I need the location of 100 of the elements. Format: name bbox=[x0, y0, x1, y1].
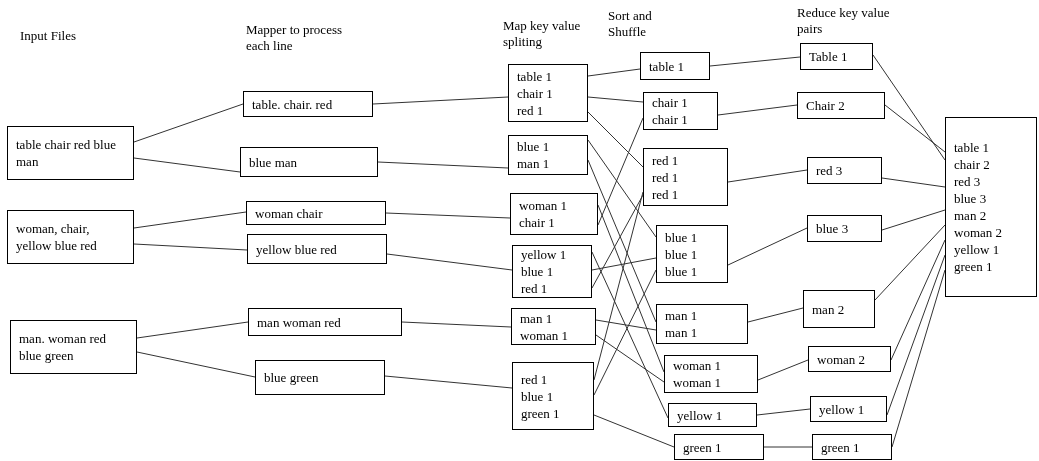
connector-line bbox=[384, 375, 513, 389]
text-box bbox=[248, 308, 402, 336]
text-box bbox=[807, 157, 882, 184]
node-text: chair 1 bbox=[519, 214, 556, 231]
node-text: woman 1 bbox=[673, 374, 723, 391]
text-box bbox=[508, 64, 588, 122]
text-box bbox=[800, 43, 873, 70]
column-heading: Mapper to process each line bbox=[246, 22, 344, 54]
text-box bbox=[812, 434, 892, 460]
node-text: red 3 bbox=[816, 162, 844, 179]
node-text: blue 1 bbox=[521, 387, 555, 405]
text-box bbox=[643, 92, 718, 130]
connector-line bbox=[591, 194, 644, 289]
connector-line bbox=[881, 177, 946, 188]
node-text: table 1 bbox=[649, 57, 685, 75]
connector-line bbox=[377, 161, 509, 169]
text-box bbox=[808, 346, 891, 372]
text-box bbox=[807, 215, 882, 242]
node-text: Table 1 bbox=[809, 48, 849, 65]
connector-line bbox=[886, 254, 946, 416]
node-text: green 1 bbox=[954, 258, 994, 275]
node-text: red 1 bbox=[652, 151, 680, 169]
node-text: table. chair. red bbox=[252, 95, 334, 113]
connector-line bbox=[136, 351, 256, 378]
text-box bbox=[511, 308, 596, 345]
text-box bbox=[510, 193, 598, 235]
column-heading: Reduce key value pairs bbox=[797, 5, 891, 37]
connector-line bbox=[587, 111, 644, 168]
node-text: green 1 bbox=[521, 404, 561, 422]
text-box bbox=[240, 147, 378, 177]
text-box bbox=[255, 360, 385, 395]
connector-line bbox=[593, 269, 657, 396]
column-heading: Map key value spliting bbox=[503, 18, 582, 50]
node-text: chair 1 bbox=[517, 84, 554, 102]
connector-line bbox=[595, 319, 657, 331]
connector-line bbox=[591, 251, 669, 419]
connector-line bbox=[890, 239, 946, 361]
node-text: Chair 2 bbox=[806, 97, 846, 114]
connector-line bbox=[717, 104, 798, 116]
node-text: chair 1 bbox=[652, 94, 689, 111]
text-box bbox=[643, 148, 728, 206]
node-text: yellow 1 bbox=[521, 246, 568, 263]
connector-line bbox=[872, 54, 946, 161]
connector-line bbox=[756, 408, 811, 416]
node-text: yellow blue red bbox=[256, 240, 338, 258]
node-text: red 1 bbox=[652, 185, 680, 203]
connector-line bbox=[386, 253, 513, 271]
node-text: man 2 bbox=[812, 300, 846, 318]
connector-line bbox=[133, 103, 244, 143]
connector-line bbox=[133, 157, 241, 173]
text-box bbox=[664, 355, 758, 393]
connector-line bbox=[372, 96, 509, 105]
connector-line bbox=[587, 139, 657, 238]
connector-line bbox=[591, 257, 657, 271]
node-text: woman 1 bbox=[673, 357, 723, 374]
node-text: blue 1 bbox=[665, 245, 699, 263]
node-text: man 1 bbox=[517, 155, 551, 172]
node-text: man 1 bbox=[665, 324, 699, 341]
node-text: woman 2 bbox=[817, 350, 867, 368]
node-text: man 1 bbox=[665, 307, 699, 324]
node-text: man. woman red blue green bbox=[19, 330, 107, 364]
node-text: woman, chair, yellow blue red bbox=[16, 220, 98, 254]
connector-line bbox=[709, 56, 801, 67]
node-text: red 3 bbox=[954, 173, 982, 190]
node-text: blue 3 bbox=[816, 220, 850, 237]
text-box bbox=[508, 135, 588, 175]
text-box bbox=[945, 117, 1037, 297]
node-text: blue green bbox=[264, 369, 320, 386]
text-box bbox=[247, 234, 387, 264]
node-text: chair 1 bbox=[652, 111, 689, 128]
text-box bbox=[7, 210, 134, 264]
connector-line bbox=[133, 243, 248, 251]
text-box bbox=[512, 362, 594, 430]
connector-line bbox=[884, 104, 946, 153]
connector-line bbox=[747, 307, 804, 323]
connector-line bbox=[587, 159, 657, 323]
text-box bbox=[656, 225, 728, 283]
connector-line bbox=[757, 359, 809, 381]
node-text: red 1 bbox=[652, 168, 680, 186]
connector-line bbox=[891, 269, 946, 448]
node-text: man 1 bbox=[520, 309, 554, 327]
node-text: blue man bbox=[249, 153, 298, 171]
node-text: yellow 1 bbox=[677, 406, 724, 424]
node-text: yellow 1 bbox=[819, 400, 866, 418]
text-box bbox=[797, 92, 885, 119]
text-box bbox=[512, 245, 592, 298]
connector-line bbox=[593, 191, 644, 381]
node-text: green 1 bbox=[821, 438, 861, 456]
text-box bbox=[810, 396, 887, 422]
connector-line bbox=[881, 209, 946, 231]
node-text: woman 1 bbox=[520, 326, 570, 344]
node-text: woman 2 bbox=[954, 224, 1004, 241]
text-box bbox=[10, 320, 137, 374]
node-text: table chair red blue man bbox=[16, 136, 117, 170]
connector-line bbox=[763, 446, 813, 448]
node-text: blue 1 bbox=[517, 138, 551, 155]
node-text: green 1 bbox=[683, 438, 723, 456]
node-text: woman 1 bbox=[519, 197, 569, 214]
node-text: blue 1 bbox=[665, 262, 699, 280]
connector-line bbox=[587, 68, 641, 77]
